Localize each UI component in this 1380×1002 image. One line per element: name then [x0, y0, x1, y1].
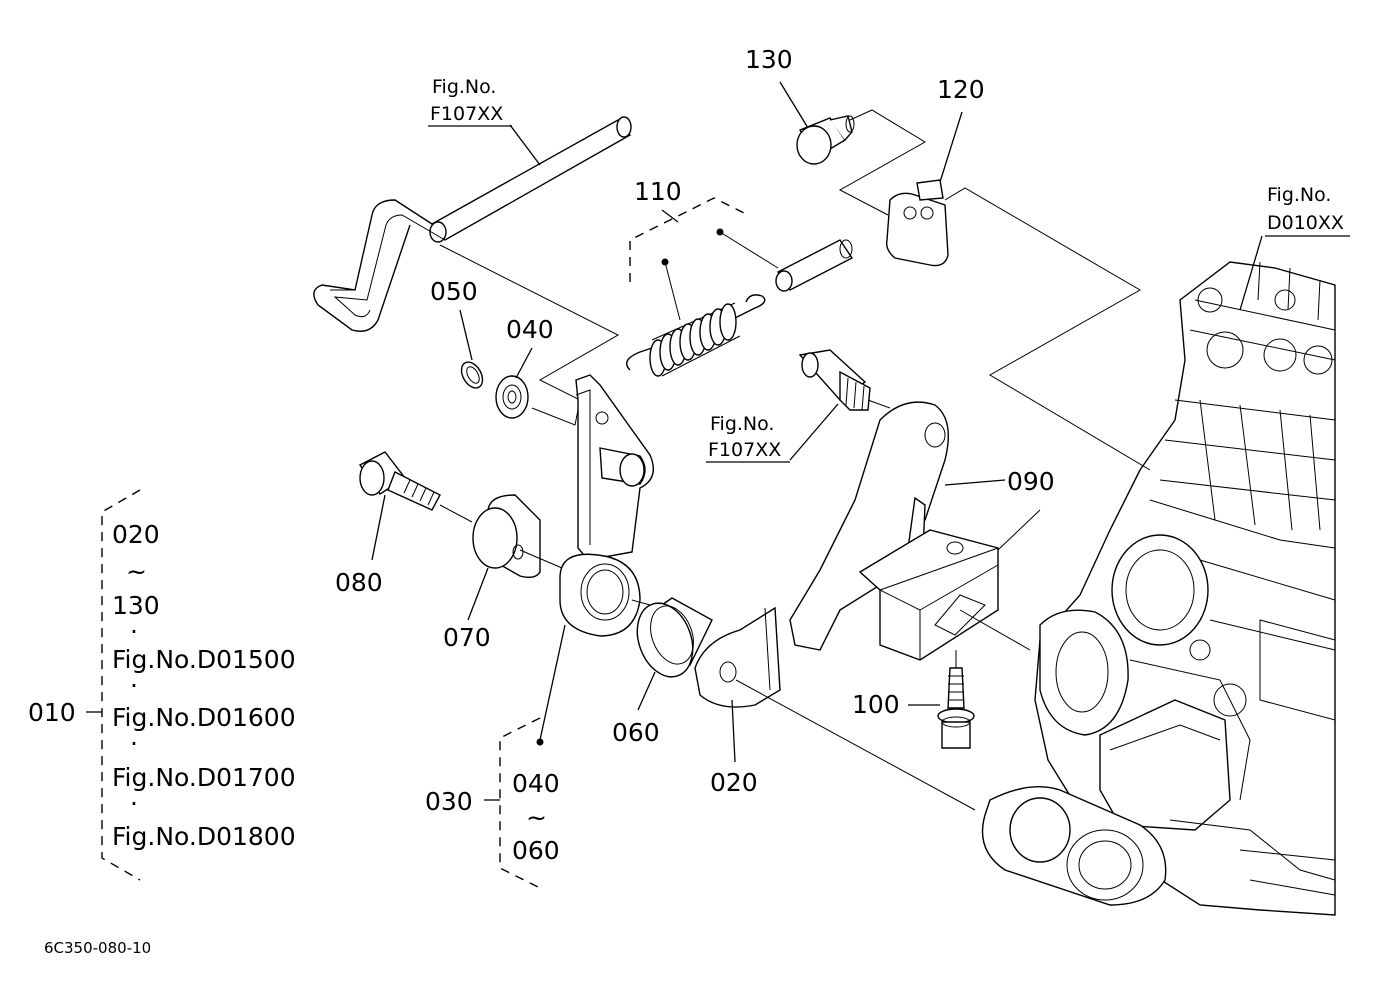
label-090: 090 [1007, 467, 1055, 496]
part-lever [559, 374, 654, 637]
label-060: 060 [612, 718, 660, 747]
label-040: 040 [506, 315, 554, 344]
group-010-fig-1: Fig.No.D01500 [112, 645, 296, 674]
leader-110-spring [664, 261, 681, 321]
part-080-bolt [358, 451, 441, 511]
group-010-fig-4: Fig.No.D01800 [112, 822, 296, 851]
group-010-to: 130 [112, 591, 160, 620]
assembly-line-lever-060 [631, 599, 651, 606]
leader-dot [536, 738, 544, 746]
fig-top-left-line1: Fig.No. [432, 76, 496, 98]
part-050-circlip [460, 361, 484, 389]
leader-110-pin [719, 231, 779, 269]
fig-right-line2: D010XX [1267, 212, 1344, 234]
group-010-dot-3: · [130, 729, 138, 758]
control-rod [313, 116, 632, 332]
assembly-line-120-engine [944, 187, 1151, 471]
leader-050 [459, 309, 473, 361]
leader-120 [939, 111, 963, 183]
part-120-plate [885, 179, 949, 267]
group-010-fig-3: Fig.No.D01700 [112, 763, 296, 792]
leader-dot [716, 228, 724, 236]
part-pin [775, 239, 854, 292]
assembly-line-130-120 [838, 109, 926, 216]
label-100: 100 [852, 690, 900, 719]
group-030-to: 060 [512, 836, 560, 865]
leader-fig-top-left [509, 124, 541, 166]
part-100-bolt [937, 667, 975, 749]
part-130-bolt [796, 115, 855, 165]
part-060-bush [636, 597, 713, 678]
leader-fig-right [1239, 235, 1263, 311]
fig-top-left-line2: F107XX [430, 103, 503, 125]
leader-fig-middle [789, 403, 839, 461]
label-010: 010 [28, 698, 76, 727]
label-120: 120 [937, 75, 985, 104]
assembly-line-090-engine-2 [997, 509, 1041, 551]
label-130: 130 [745, 45, 793, 74]
part-040-bearing [495, 375, 529, 419]
part-070-collar [472, 494, 541, 579]
label-020: 020 [710, 768, 758, 797]
group-010-dot-4: · [130, 789, 138, 818]
group-010-fig-2: Fig.No.D01600 [112, 703, 296, 732]
group-010-dot-1: · [130, 617, 138, 646]
assembly-line-rod-lever [439, 244, 620, 426]
group-030-tilde: ~ [526, 803, 547, 832]
fig-right-line1: Fig.No. [1267, 184, 1331, 206]
leader-110 [661, 209, 679, 223]
leader-030 [539, 624, 566, 741]
part-020-bracket [694, 606, 781, 708]
label-080: 080 [335, 568, 383, 597]
group-010-tilde: ~ [126, 557, 147, 586]
bracket-110 [629, 197, 747, 282]
label-030: 030 [425, 787, 473, 816]
fig-middle-line1: Fig.No. [710, 413, 774, 435]
label-050: 050 [430, 277, 478, 306]
assembly-line-stud-bracket [867, 399, 891, 409]
group-010-from: 020 [112, 520, 160, 549]
leader-020 [731, 699, 736, 763]
assembly-line-020-engine [735, 679, 976, 811]
drawing-code: 6C350-080-10 [44, 939, 151, 957]
assembly-line-090-engine [959, 609, 1031, 651]
leader-080 [371, 494, 386, 561]
leader-040 [515, 347, 533, 379]
leader-060 [637, 671, 656, 711]
part-spring [626, 294, 766, 377]
part-090-bracket [789, 401, 999, 661]
part-stud [798, 349, 871, 411]
assembly-line-080-070 [439, 504, 473, 523]
bracket-030 [499, 717, 541, 889]
group-010-dot-2: · [130, 671, 138, 700]
engine-block-illustration [981, 261, 1336, 916]
assembly-line-070-lever [519, 549, 563, 569]
label-110: 110 [634, 177, 682, 206]
leader-070 [467, 567, 489, 621]
leader-130 [779, 81, 809, 129]
group-030-from: 040 [512, 769, 560, 798]
label-070: 070 [443, 623, 491, 652]
bracket-010 [101, 489, 141, 881]
fig-middle-line2: F107XX [708, 439, 781, 461]
leader-090 [944, 479, 1006, 486]
leader-dot [661, 258, 669, 266]
